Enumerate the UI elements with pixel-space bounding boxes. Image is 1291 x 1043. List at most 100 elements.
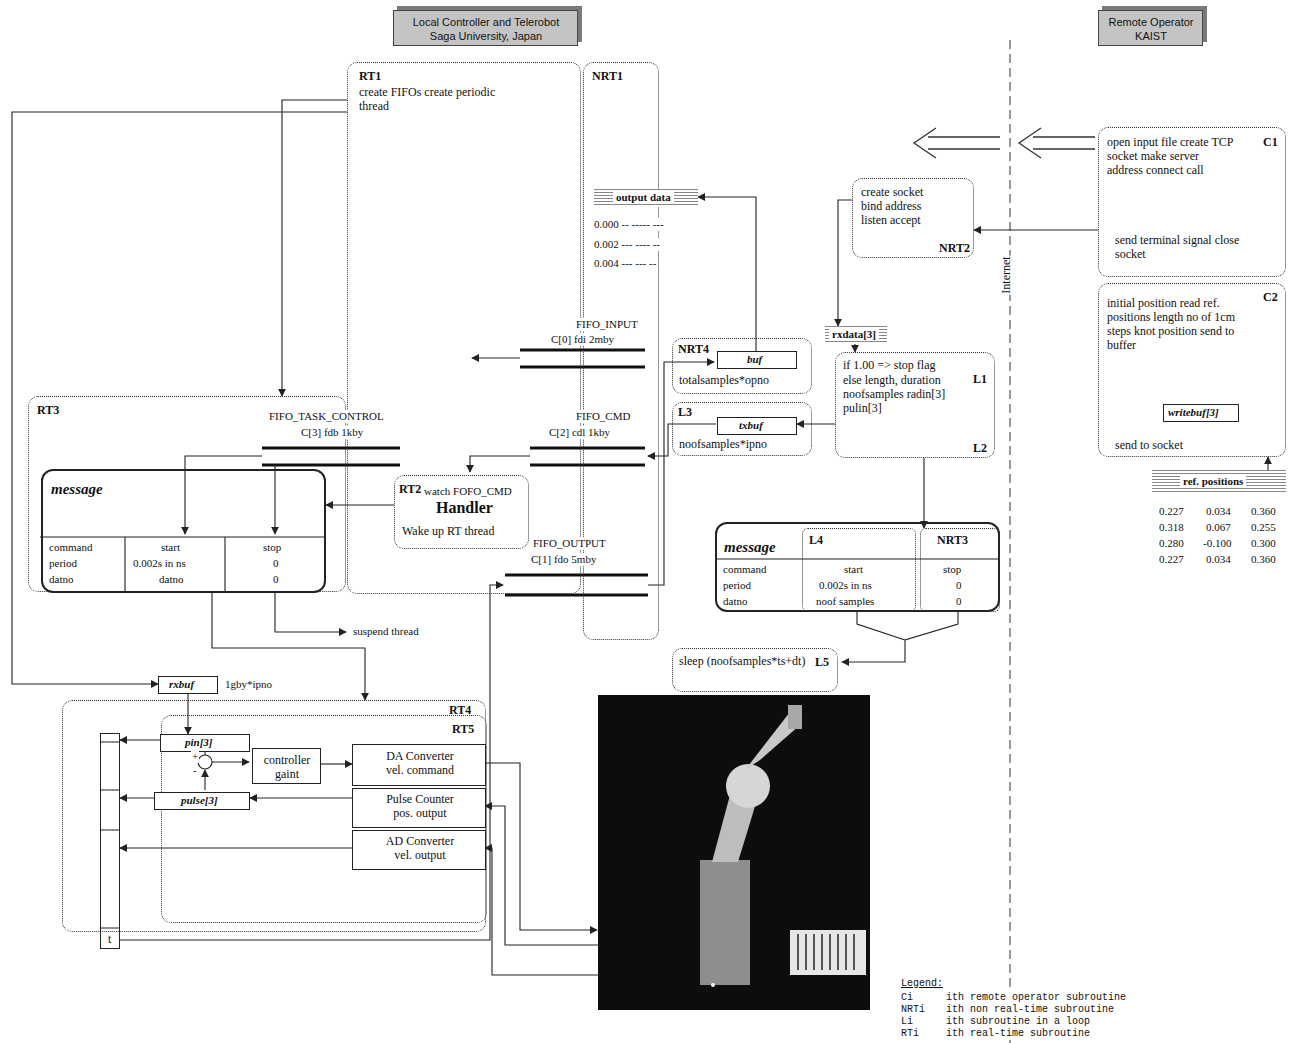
node-text: noofsamples*ipno <box>679 437 767 451</box>
wire <box>648 362 714 585</box>
text-label: period <box>48 557 78 570</box>
wire <box>484 763 597 930</box>
text-label: period <box>722 579 752 592</box>
node-text: message <box>51 481 103 498</box>
loop-box: L3noofsamples*ipnotxbuf <box>672 402 812 456</box>
node-text: totalsamples*opno <box>679 373 769 387</box>
connector-arrow <box>854 344 855 352</box>
photo-spot <box>711 983 715 987</box>
node-text: send to socket <box>1115 438 1183 452</box>
text-label: 0.227 <box>1158 553 1185 566</box>
text-label: 0.300 <box>1250 537 1277 550</box>
connector-arrow <box>923 458 924 528</box>
text-label: Internet <box>999 255 1013 294</box>
wire <box>212 761 249 762</box>
node-text: RT3 <box>37 403 59 417</box>
node-text: RT2 <box>399 482 421 496</box>
sample-buffer: t <box>100 733 120 949</box>
wire <box>470 456 530 472</box>
text-label: 0.002s in ns <box>818 579 873 592</box>
text-label: command <box>48 541 93 554</box>
legend-text: ith non real-time subroutine <box>945 1004 1115 1016</box>
data-file: ref. positions <box>1152 470 1286 492</box>
internet-divider <box>1010 40 1011 1043</box>
connector-arrow <box>698 197 756 351</box>
text-label: 0 <box>272 557 280 570</box>
text-label: 0 <box>955 595 963 608</box>
node-text: L4 <box>809 533 823 547</box>
node-text: L5 <box>815 655 829 669</box>
wire <box>485 848 598 975</box>
text-label: 1gby*ipno <box>224 678 273 691</box>
node-text: create FIFOs create periodic thread <box>359 85 519 113</box>
text-label: 0 <box>272 573 280 586</box>
node-text: NRT3 <box>937 533 968 547</box>
wire <box>485 806 598 945</box>
rt-region: RT5pin[3]controller gaintDA Converter ve… <box>161 715 487 923</box>
photo-ground <box>598 695 870 1010</box>
text-label: - <box>192 764 198 777</box>
node-text: buf <box>747 353 762 366</box>
text-label: FIFO_INPUT <box>575 318 639 331</box>
node-text: NRT1 <box>592 69 623 83</box>
connector-arrow <box>212 593 365 700</box>
site-header: Remote Operator KAIST <box>1098 10 1203 46</box>
connector-arrow <box>120 847 352 848</box>
buffer-cells <box>100 742 120 928</box>
node-text: send terminal signal close socket <box>1115 233 1245 261</box>
fifo-cmd-lines <box>530 448 645 465</box>
text-label: C[1] fdo 5mby <box>530 553 597 566</box>
node-text: Pulse Counter pos. output <box>379 792 461 820</box>
text-label: + <box>191 750 199 763</box>
node-text: C2 <box>1263 290 1278 304</box>
text-label: datno <box>158 573 184 586</box>
text-label: FIFO_TASK_CONTROL <box>268 410 385 423</box>
node-text: initial position read ref. positions len… <box>1107 296 1247 352</box>
site-header: Local Controller and Telerobot Saga Univ… <box>393 10 578 46</box>
text-label: 0.000 -- ----- --- <box>593 218 665 231</box>
node-text: message <box>724 539 776 556</box>
data-buffer: rxdata[3] <box>825 326 887 344</box>
wire <box>274 465 275 534</box>
buffer-box: buf <box>717 351 797 369</box>
node-text: ref. positions <box>1180 474 1246 488</box>
buffer-box: rxbuf <box>158 676 218 694</box>
text-label: start <box>843 563 864 576</box>
text-label: 0.004 --- --- -- <box>593 257 657 270</box>
fifo-task-lines <box>262 448 400 465</box>
text-label: 0.360 <box>1250 553 1277 566</box>
buffer-box: pulse[3] <box>154 792 250 810</box>
node-text: Remote Operator KAIST <box>1103 15 1199 43</box>
wire <box>472 357 520 358</box>
text-label: FIFO_OUTPUT <box>532 537 607 550</box>
table-grid <box>40 537 325 592</box>
rt-region: RT1 create FIFOs create periodic threadRT… <box>347 62 581 594</box>
summing-junction <box>198 755 212 769</box>
node-text: else length, duration noofsamples radin[… <box>843 373 953 415</box>
network-arrows <box>914 128 1095 158</box>
node-text: RT1 <box>359 69 381 83</box>
node-text: watch FOFO_CMD <box>424 484 512 498</box>
text-label: 0 <box>955 579 963 592</box>
text-label: Li <box>900 1016 914 1028</box>
wire <box>120 585 503 940</box>
data-file: output data <box>594 189 698 207</box>
buffer-box: txbuf <box>717 417 797 435</box>
node-text: create socket bind address listen accept <box>861 185 937 227</box>
text-label: start <box>160 541 181 554</box>
client-box: open input file create TCP socket make s… <box>1098 127 1286 277</box>
connector-arrow <box>12 112 347 684</box>
panel-slots <box>798 934 854 970</box>
node-text: pulse[3] <box>181 794 218 807</box>
text-label: stop <box>262 541 282 554</box>
text-label: NRTi <box>900 1004 926 1016</box>
connector-arrow <box>250 797 352 798</box>
text-label: datno <box>722 595 748 608</box>
node-text: rxbuf <box>169 678 194 691</box>
connector-arrow <box>282 100 347 396</box>
node-text: NRT4 <box>678 342 709 356</box>
node-text: pin[3] <box>185 736 213 749</box>
text-label: 0.034 <box>1205 505 1232 518</box>
wire <box>185 456 262 534</box>
node-text: RT5 <box>452 722 474 736</box>
